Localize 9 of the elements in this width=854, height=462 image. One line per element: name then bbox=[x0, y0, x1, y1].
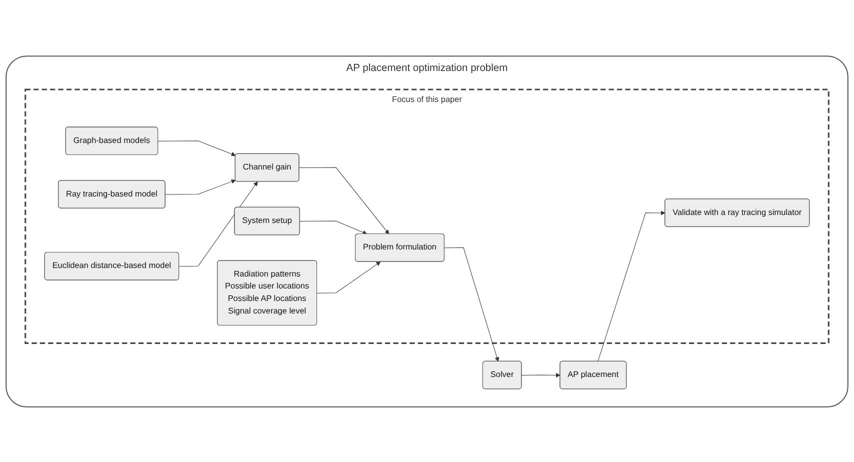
arrow bbox=[300, 220, 368, 234]
arrow bbox=[521, 372, 560, 377]
arrow bbox=[158, 140, 236, 156]
arrow bbox=[444, 246, 500, 362]
arrow bbox=[298, 166, 390, 234]
arrow bbox=[165, 178, 236, 194]
arrow bbox=[598, 210, 666, 362]
arrow bbox=[178, 180, 258, 266]
arrow bbox=[316, 261, 381, 293]
